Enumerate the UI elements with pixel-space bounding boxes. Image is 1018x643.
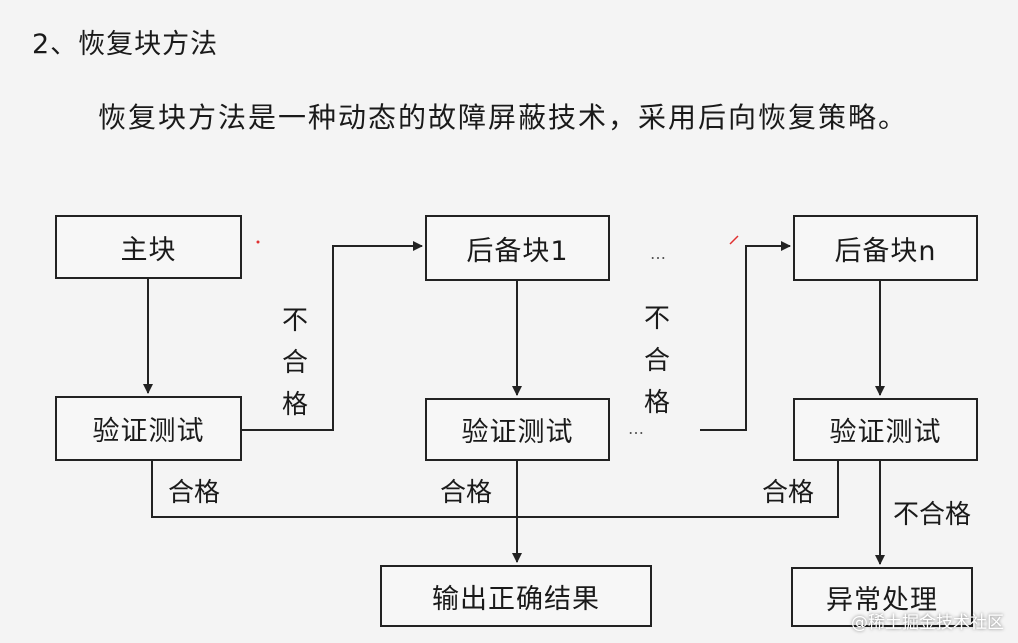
watermark: @稀土掘金技术社区 [851, 613, 1004, 633]
fail-label-2: 不 合 格 [643, 304, 670, 418]
ellipsis-top: … [650, 244, 668, 263]
backup-block-1: 后备块1 [425, 215, 610, 281]
heading: 2、恢复块方法 [32, 29, 219, 60]
edge-pass-bus [151, 461, 839, 518]
output-correct-result: 输出正确结果 [380, 565, 652, 627]
ellipsis-bottom: … [628, 419, 646, 438]
stray-mark [729, 235, 739, 245]
exception-handling: 异常处理 [791, 567, 973, 627]
pass-label-1: 合格 [168, 478, 221, 508]
pass-label-3: 合格 [762, 478, 815, 508]
fail-label-1: 不 合 格 [281, 306, 308, 420]
verify-test-2: 验证测试 [425, 398, 610, 461]
subtitle: 恢复块方法是一种动态的故障屏蔽技术，采用后向恢复策略。 [98, 101, 909, 134]
verify-test-3: 验证测试 [793, 398, 978, 461]
edge-fail-to-backupn [700, 241, 791, 431]
verify-test-1: 验证测试 [55, 396, 242, 461]
fail-label-3: 不合格 [893, 500, 972, 530]
primary-block: 主块 [55, 215, 242, 279]
pass-label-2: 合格 [440, 478, 493, 508]
backup-block-n: 后备块n [793, 215, 978, 281]
stray-dot [256, 240, 260, 244]
edge-verify1-fail-to-backup1 [242, 241, 423, 431]
